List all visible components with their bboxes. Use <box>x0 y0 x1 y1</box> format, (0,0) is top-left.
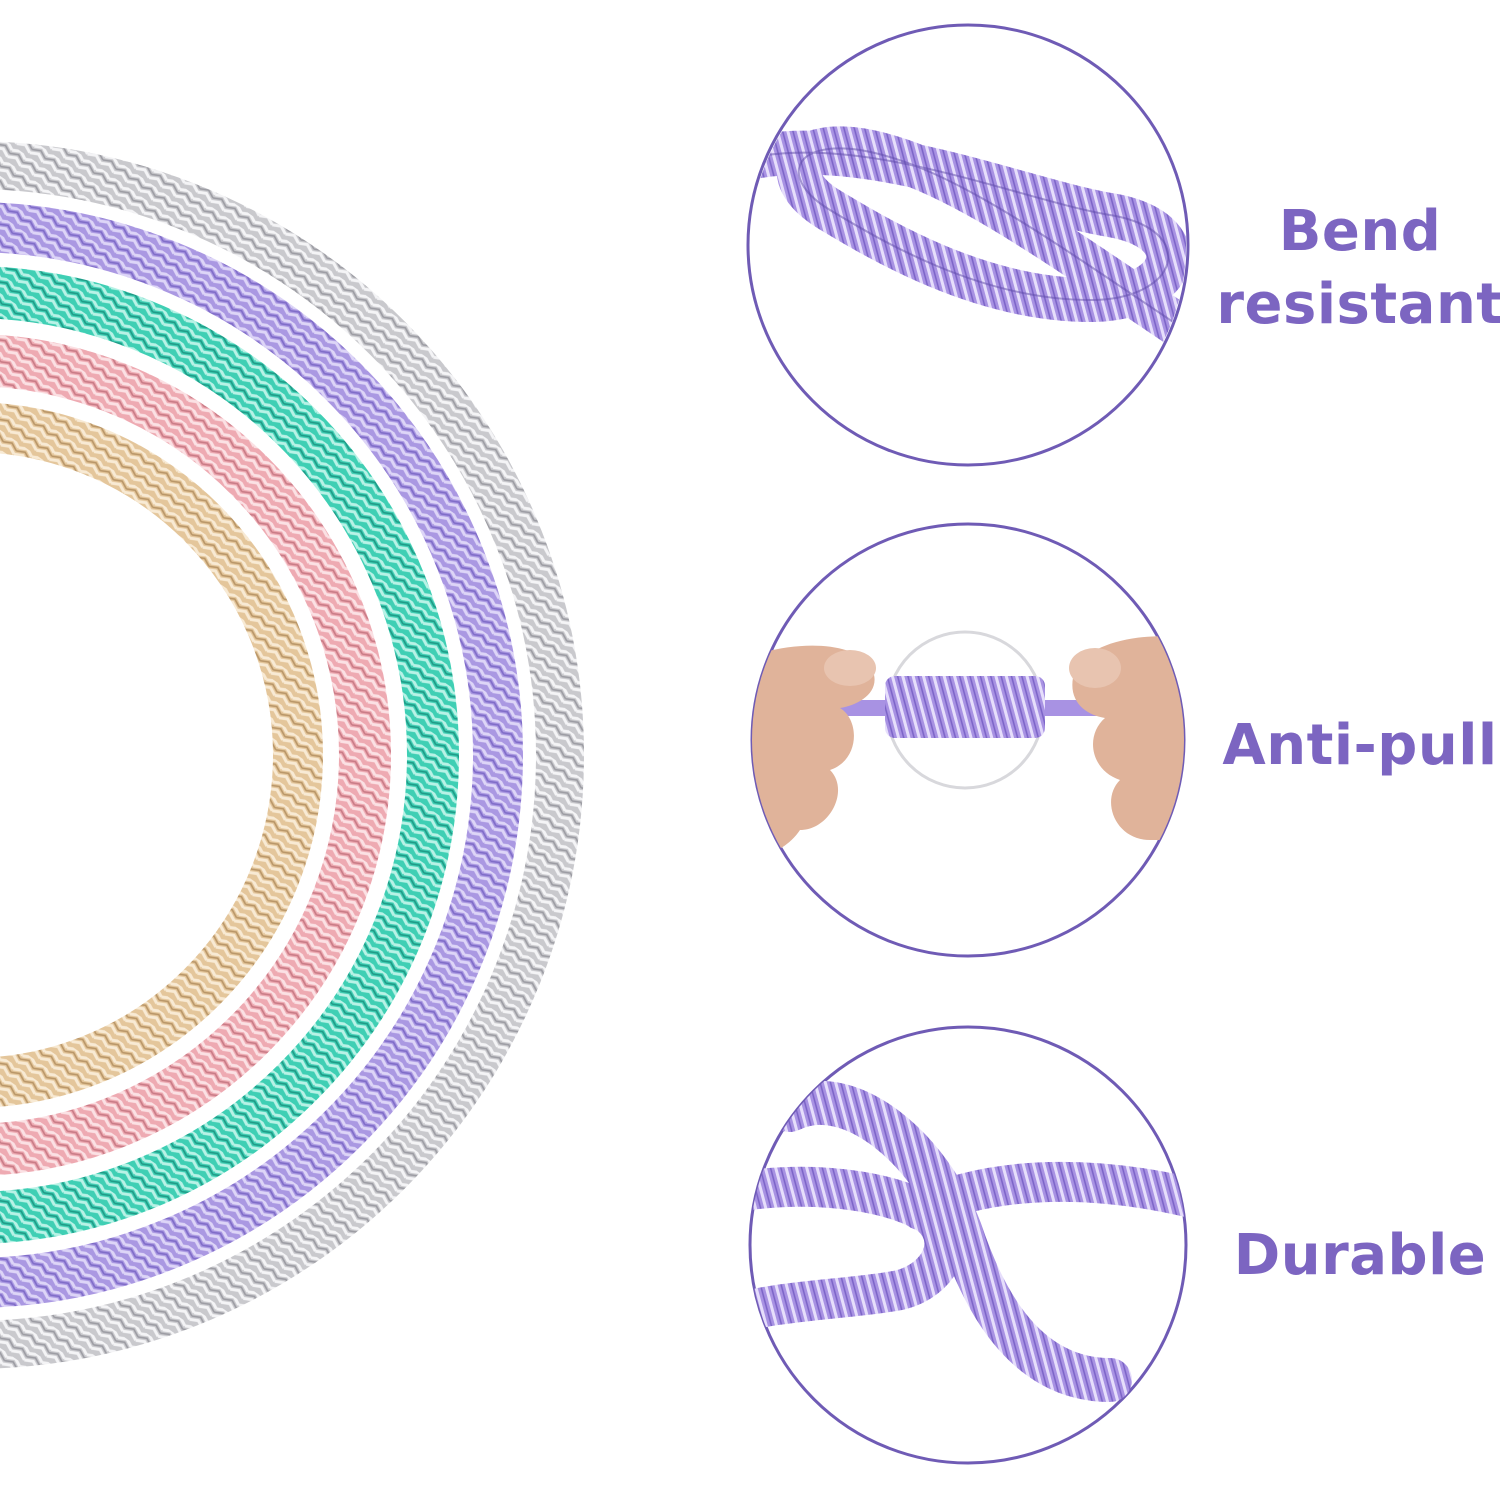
linked-cables-icon <box>748 1025 1188 1465</box>
feature-label-anti-pull: Anti-pull <box>1195 710 1500 783</box>
cable-gold <box>0 403 323 1107</box>
cable-coils <box>0 141 584 1369</box>
cable-purple <box>0 202 523 1308</box>
feature-label-bend-resistant: Bend resistant <box>1190 196 1500 342</box>
feature-label-line: Bend <box>1278 199 1442 264</box>
cable-teal <box>0 267 459 1243</box>
feature-label-line: Durable <box>1233 1223 1487 1288</box>
feature-label-line: resistant <box>1216 271 1500 337</box>
pulled-cable-icon <box>750 522 1186 958</box>
knotted-cable-icon <box>746 23 1190 467</box>
cable-silver <box>0 141 584 1369</box>
feature-label-durable: Durable <box>1210 1220 1500 1293</box>
cable-pink <box>0 335 391 1175</box>
feature-label-line: Anti-pull <box>1222 713 1498 778</box>
